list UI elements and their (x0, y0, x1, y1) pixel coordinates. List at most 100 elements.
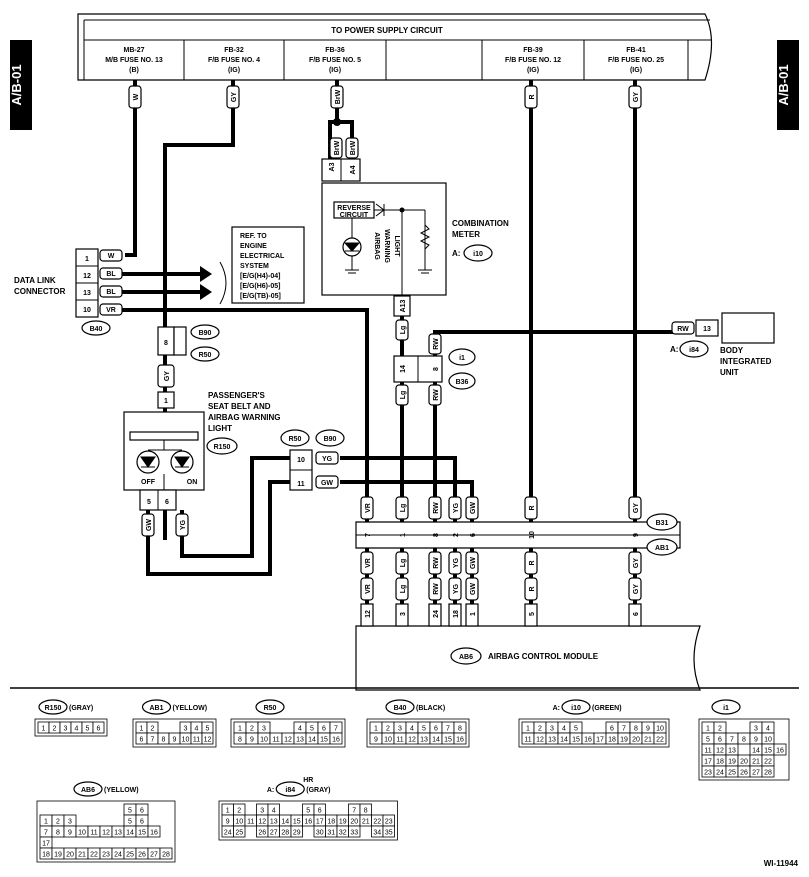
legend-pin: 8 (56, 830, 60, 837)
svg-text:ELECTRICAL: ELECTRICAL (240, 253, 285, 260)
legend-pin: 7 (151, 737, 155, 744)
legend-pin: 1 (374, 726, 378, 733)
legend-pin: 24 (716, 770, 724, 777)
legend-pin: 28 (162, 852, 170, 859)
wire-tag-low-3: YG (448, 577, 462, 601)
svg-text:A4: A4 (350, 165, 357, 174)
side-tab-left: A/B-01 (9, 40, 32, 130)
svg-text:1: 1 (164, 398, 168, 405)
legend-pin: 5 (128, 819, 132, 826)
legend-pin: 30 (316, 830, 324, 837)
fuse-cell-0: MB-27M/B FUSE NO. 13(B) (105, 47, 163, 74)
fuse-text: (IG) (329, 67, 341, 74)
legend-pin: 8 (238, 737, 242, 744)
fuse-text: F/B FUSE NO. 4 (208, 57, 260, 64)
wire-tag-mid-0: VR (360, 551, 374, 575)
svg-text:R50: R50 (264, 705, 277, 712)
svg-text:COMBINATION: COMBINATION (452, 219, 509, 228)
svg-text:10: 10 (83, 307, 91, 314)
legend-pin: 6 (97, 726, 101, 733)
legend-pin: 21 (362, 819, 370, 826)
legend-pin: 6 (140, 808, 144, 815)
legend-pin: 5 (574, 726, 578, 733)
legend-pin: 4 (298, 726, 302, 733)
b31-pin: 1 (400, 533, 407, 537)
legend-pin: 9 (646, 726, 650, 733)
legend-pin: 15 (764, 748, 772, 755)
legend-pin: 16 (150, 830, 158, 837)
svg-text:AB1: AB1 (655, 545, 669, 552)
legend-pin: 21 (78, 852, 86, 859)
svg-text:VR: VR (106, 307, 116, 314)
legend-pin: 22 (764, 759, 772, 766)
legend-pin: 9 (68, 830, 72, 837)
svg-text:RW: RW (433, 338, 440, 350)
svg-text:CONNECTOR: CONNECTOR (14, 287, 66, 296)
legend-pin: 17 (704, 759, 712, 766)
wire-tag-top-6: GY (628, 496, 642, 520)
fuse-text: FB-41 (626, 47, 646, 54)
wire-tag-top-1: Lg (395, 496, 409, 520)
svg-text:i84: i84 (285, 787, 295, 794)
legend-pin: 9 (374, 737, 378, 744)
svg-text:B36: B36 (456, 379, 469, 386)
svg-text:R: R (529, 586, 536, 591)
svg-text:GY: GY (164, 371, 171, 381)
legend-pin: 19 (620, 737, 628, 744)
legend-pin: 3 (398, 726, 402, 733)
legend-pin: 35 (385, 830, 393, 837)
svg-text:A:: A: (267, 787, 274, 794)
ab6-pin: 18 (453, 610, 460, 618)
legend-pin: 16 (584, 737, 592, 744)
svg-text:AIRBAG: AIRBAG (373, 232, 380, 260)
legend-pin: 25 (728, 770, 736, 777)
svg-text:HR: HR (303, 777, 313, 784)
svg-text:WARNING: WARNING (383, 229, 390, 263)
legend-pin: 4 (410, 726, 414, 733)
ab6-pin: 12 (365, 610, 372, 618)
svg-text:YG: YG (453, 502, 460, 513)
svg-text:W: W (133, 93, 140, 100)
legend-pin: 5 (206, 726, 210, 733)
legend-pin: 6 (140, 737, 144, 744)
svg-text:YG: YG (453, 583, 460, 594)
legend-pin: 6 (718, 737, 722, 744)
legend-pin: 2 (538, 726, 542, 733)
svg-text:Lg: Lg (400, 326, 407, 335)
svg-text:(GRAY): (GRAY) (69, 705, 93, 712)
legend-pin: 6 (610, 726, 614, 733)
legend-pin: 17 (316, 819, 324, 826)
legend-pin: 8 (458, 726, 462, 733)
svg-text:Lg: Lg (400, 504, 407, 513)
combination-meter: A3 A4 REVERSE CIRCUIT AIRBAG WARNING LIG… (321, 118, 509, 341)
legend-pin: 24 (114, 852, 122, 859)
fuse-cell-2: FB-36F/B FUSE NO. 5(IG) (309, 47, 361, 74)
legend-pin: 25 (235, 830, 243, 837)
legend-pin: 15 (444, 737, 452, 744)
legend-pin: 12 (536, 737, 544, 744)
legend-pin: 11 (193, 737, 200, 744)
legend-pin: 16 (456, 737, 464, 744)
legend-pin: 2 (250, 726, 254, 733)
legend-pin: 14 (281, 819, 289, 826)
svg-text:VR: VR (365, 558, 372, 568)
wire-tag-low-4: GW (465, 577, 479, 601)
wire-tag-top-4: GW (465, 496, 479, 520)
legend-pin: 33 (350, 830, 358, 837)
legend-pin: 3 (754, 726, 758, 733)
svg-text:GY: GY (633, 584, 640, 594)
svg-text:A:: A: (670, 345, 678, 354)
svg-text:B90: B90 (324, 436, 337, 443)
fuse-cell-1: FB-32F/B FUSE NO. 4(IG) (208, 47, 260, 74)
svg-text:ON: ON (187, 479, 198, 486)
legend-pin: 4 (75, 726, 79, 733)
svg-text:UNIT: UNIT (720, 368, 739, 377)
r50-b90-yg-gw-connector: R50 B90 10 11 YG GW (280, 429, 345, 491)
legend-pin: 12 (102, 830, 110, 837)
svg-text:[E/G(H6)-05]: [E/G(H6)-05] (240, 283, 280, 290)
i1-b36-connector: 14 8 RW i1 B36 Lg RW (393, 333, 476, 406)
svg-text:SEAT BELT AND: SEAT BELT AND (208, 402, 271, 411)
